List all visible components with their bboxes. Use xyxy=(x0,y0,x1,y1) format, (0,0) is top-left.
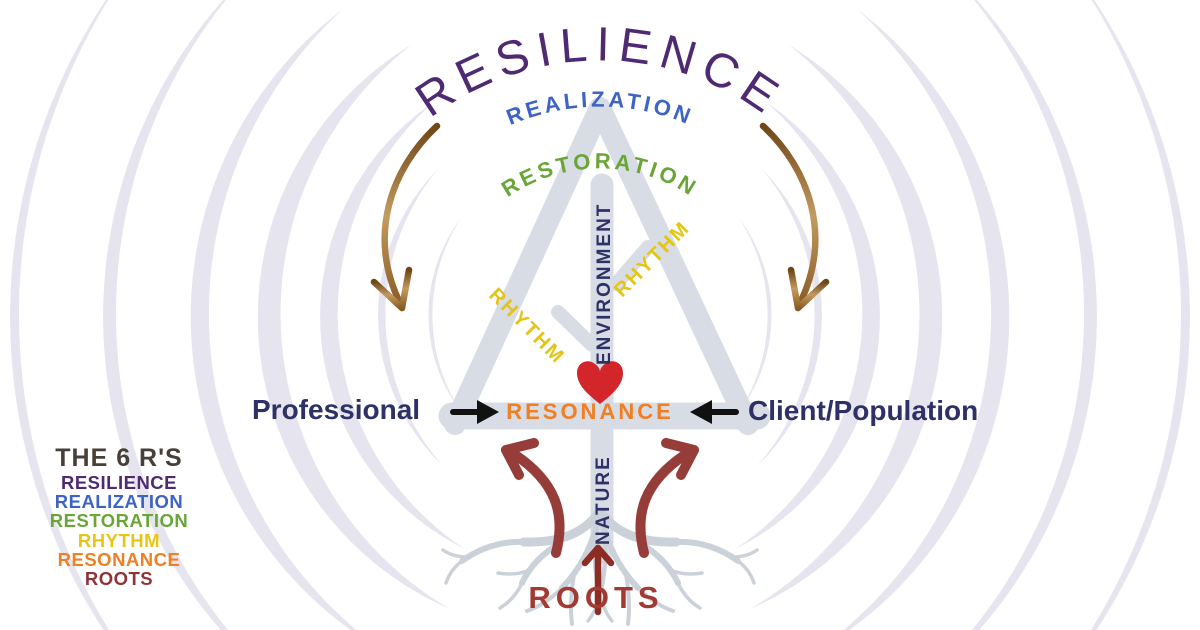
root xyxy=(444,559,464,585)
gold-arrow-right-barb xyxy=(794,278,830,312)
ripple-arc xyxy=(735,102,880,549)
ripple-arc xyxy=(757,169,822,466)
triangle-legs xyxy=(444,97,759,435)
resonance-side-arrows xyxy=(370,122,830,312)
branch-stub-left xyxy=(551,305,599,352)
environment-label: ENVIRONMENT xyxy=(594,203,615,365)
root xyxy=(676,581,702,610)
root xyxy=(673,538,741,564)
root xyxy=(736,559,756,585)
gold-arrow-left-barb xyxy=(398,266,413,312)
roots-label: ROOTS xyxy=(528,580,663,615)
ripple-arc xyxy=(190,9,357,630)
growth-arrow-right xyxy=(635,449,691,558)
root xyxy=(568,573,576,626)
growth-arrow-right-barb xyxy=(676,445,699,480)
root xyxy=(459,538,527,564)
growth-arrow-left xyxy=(509,449,565,558)
heart-icon xyxy=(577,361,623,404)
legend-item-resilience: RESILIENCE xyxy=(61,472,177,493)
growth-arrows xyxy=(501,438,699,558)
resonance-label: RESONANCE xyxy=(506,399,674,424)
legend-item-roots: ROOTS xyxy=(85,568,153,589)
root xyxy=(525,586,564,613)
roots-arrow-barb xyxy=(581,544,602,567)
root xyxy=(730,548,759,559)
root xyxy=(498,581,524,610)
legend-six-rs: THE 6 R'S RESILIENCE REALIZATION RESTORA… xyxy=(50,444,188,589)
professional-label: Professional xyxy=(252,394,420,425)
ripple-arc xyxy=(1090,0,1190,630)
roots-arrow-barb xyxy=(594,544,615,567)
ripple-arc xyxy=(750,45,943,609)
gold-arrow-right-barb xyxy=(787,266,802,312)
ripple-arc xyxy=(843,9,1010,630)
ripple-arc xyxy=(10,0,110,630)
root xyxy=(624,573,632,626)
gold-arrow-right xyxy=(759,122,819,309)
arrow-left-icon-head xyxy=(690,400,712,424)
root xyxy=(496,568,532,576)
ripple-arc xyxy=(103,0,228,630)
gold-arrow-left-barb xyxy=(370,278,406,312)
nature-label: NATURE xyxy=(593,455,614,545)
growth-arrow-left-barb xyxy=(501,445,524,480)
arrow-right-icon-head xyxy=(477,400,499,424)
ripple-arc xyxy=(428,218,461,412)
legend-item-realization: REALIZATION xyxy=(55,491,183,512)
ripple-arc xyxy=(320,102,465,549)
root xyxy=(519,507,604,547)
roots-illustration xyxy=(441,507,759,626)
root xyxy=(636,586,675,613)
ripple-arc xyxy=(378,169,443,466)
ripple-arc xyxy=(972,0,1097,630)
client-population-label: Client/Population xyxy=(748,395,978,426)
ripple-arc xyxy=(257,45,450,609)
root xyxy=(441,548,470,559)
branch-stub-right xyxy=(609,240,655,291)
exchange-arrows xyxy=(450,400,739,424)
root xyxy=(596,507,681,547)
ripple-arc xyxy=(739,218,772,412)
roots-arrow xyxy=(581,544,615,616)
root xyxy=(668,568,704,576)
gold-arrow-left xyxy=(381,122,441,309)
legend-title: THE 6 R'S xyxy=(55,444,182,472)
legend-item-rhythm: RHYTHM xyxy=(78,530,160,551)
legend-item-resonance: RESONANCE xyxy=(58,549,181,570)
legend-item-restoration: RESTORATION xyxy=(50,510,188,531)
